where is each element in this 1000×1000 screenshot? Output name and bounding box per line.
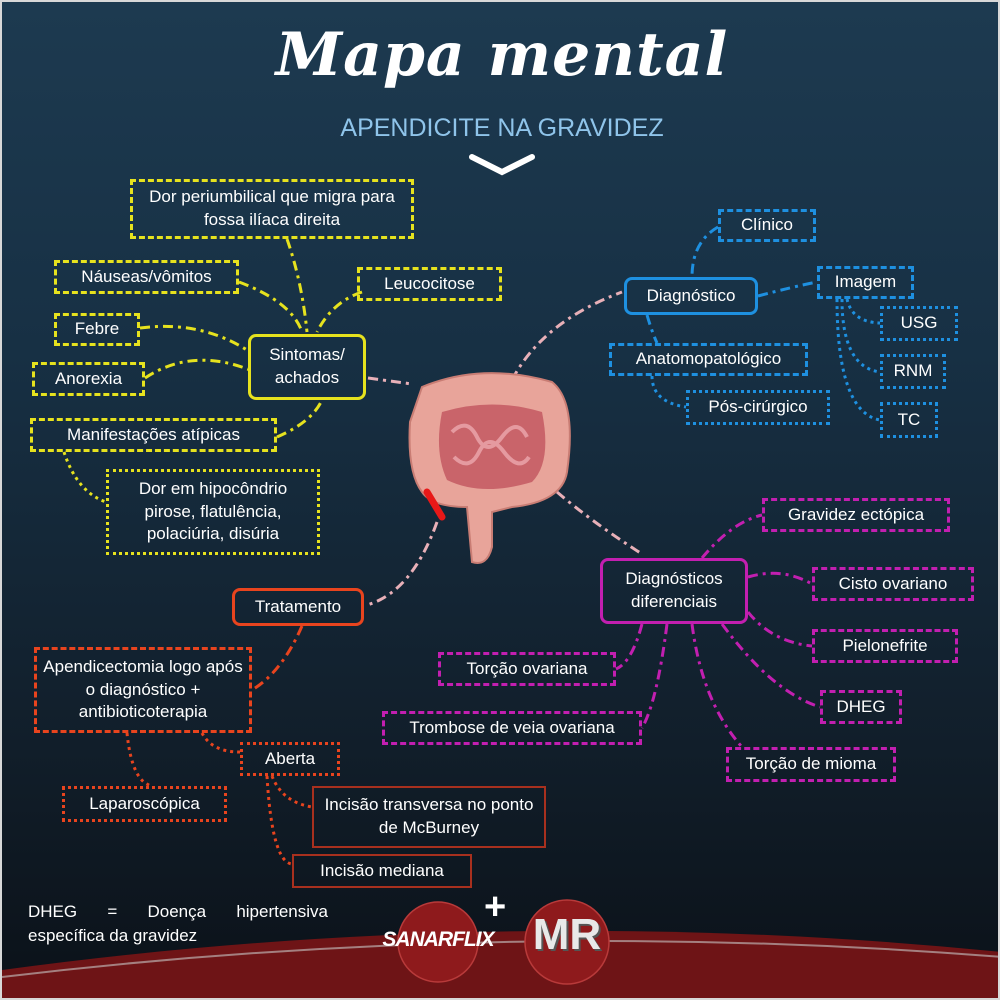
node-pielonefrite: Pielonefrite [812, 629, 958, 663]
node-nauseas: Náuseas/vômitos [54, 260, 239, 294]
node-diagnostico: Diagnóstico [624, 277, 758, 315]
page-title: Mapa mental [275, 20, 729, 90]
node-apendicectomia: Apendicectomia logo após o diagnóstico +… [34, 647, 252, 733]
node-cisto-ovariano: Cisto ovariano [812, 567, 974, 601]
node-leucocitose: Leucocitose [357, 267, 502, 301]
footnote-dheg: DHEG = Doença hipertensiva específica da… [28, 902, 328, 945]
node-pos-cirurgico: Pós-cirúrgico [686, 390, 830, 425]
node-imagem: Imagem [817, 266, 914, 299]
node-incisao-mediana: Incisão mediana [292, 854, 472, 888]
node-tc: TC [880, 402, 938, 438]
node-dor-periumbilical: Dor periumbilical que migra para fossa i… [130, 179, 414, 239]
node-torcao-mioma: Torção de mioma [726, 747, 896, 782]
node-sintomas: Sintomas/ achados [248, 334, 366, 400]
node-gravidez-ectopica: Gravidez ectópica [762, 498, 950, 532]
node-febre: Febre [54, 313, 140, 346]
red-swoosh [2, 930, 998, 998]
node-dor-hipocondrio: Dor em hipocôndrio pirose, flatulência, … [106, 469, 320, 555]
node-torcao-ovariana: Torção ovariana [438, 652, 616, 686]
node-manifestacoes-atipicas: Manifestações atípicas [30, 418, 277, 452]
node-incisao-transversa: Incisão transversa no ponto de McBurney [312, 786, 546, 848]
logo-sanarflix: SANARFLIX [382, 928, 494, 951]
node-dheg: DHEG [820, 690, 902, 724]
node-anatomopatologico: Anatomopatológico [609, 343, 808, 376]
node-anorexia: Anorexia [32, 362, 145, 396]
node-trombose-veia-ovariana: Trombose de veia ovariana [382, 711, 642, 745]
node-rnm: RNM [880, 354, 946, 389]
node-usg: USG [880, 306, 958, 341]
node-laparoscopica: Laparoscópica [62, 786, 227, 822]
page-subtitle: APENDICITE NA GRAVIDEZ [340, 114, 664, 142]
node-tratamento: Tratamento [232, 588, 364, 626]
node-aberta: Aberta [240, 742, 340, 776]
logo-mr: MR [532, 910, 602, 959]
node-clinico: Clínico [718, 209, 816, 242]
plus-icon: + [484, 886, 507, 928]
intestine-illustration [408, 372, 571, 564]
chevron-down-icon [469, 154, 535, 176]
node-diagnosticos-diferenciais: Diagnósticos diferenciais [600, 558, 748, 624]
